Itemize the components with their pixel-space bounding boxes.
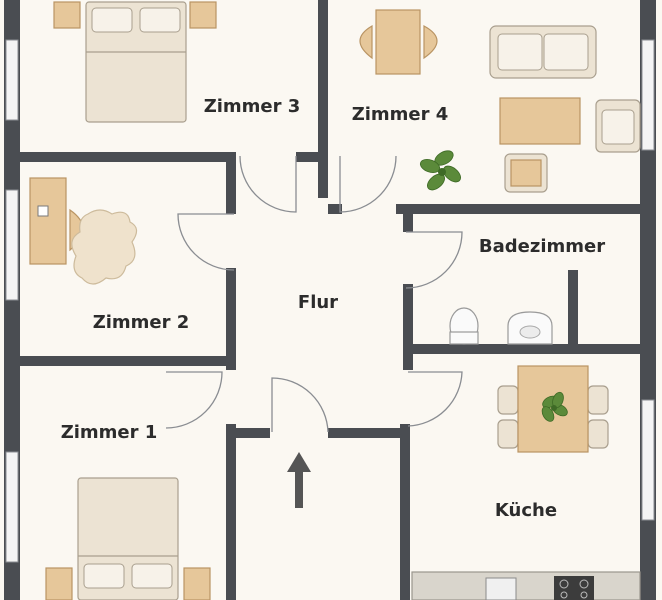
toilet-icon	[449, 307, 479, 345]
nightstand-icon	[189, 1, 217, 29]
plant-icon	[419, 150, 461, 191]
room-label-badezimmer: Badezimmer	[479, 236, 605, 257]
kitchen-counter	[411, 571, 641, 600]
bed-icon	[77, 477, 179, 600]
nightstand-icon	[45, 567, 73, 600]
window-z1	[5, 451, 19, 563]
window-kitchen	[641, 399, 655, 521]
room-label-zimmer4: Zimmer 4	[352, 104, 449, 125]
wall-bath-divider	[568, 270, 578, 348]
window-z3	[5, 39, 19, 121]
wall-kitchen-left	[400, 424, 410, 600]
bathroom-fixtures	[449, 307, 553, 345]
wall-z2-right-lower	[226, 268, 236, 370]
zimmer1-furniture	[45, 477, 211, 600]
room-label-zimmer1: Zimmer 1	[61, 422, 158, 443]
nightstand-icon	[183, 567, 211, 600]
wall-bath-kitchen	[413, 344, 640, 354]
window-z4	[641, 39, 655, 151]
wall-hall-bottom-right	[328, 428, 403, 438]
bed-icon	[85, 1, 187, 123]
desk-icon	[359, 9, 438, 75]
room-label-kueche: Küche	[495, 500, 557, 521]
door-bath	[405, 231, 463, 289]
chair-icon	[587, 385, 609, 415]
wall-bath-left-lower	[403, 284, 413, 370]
wall-z3-bottom-left	[20, 152, 236, 162]
chair-icon	[587, 419, 609, 449]
door-z3	[239, 155, 297, 213]
window-z2	[5, 189, 19, 301]
kitchen-furniture	[411, 365, 641, 600]
room-label-zimmer3: Zimmer 3	[204, 96, 301, 117]
sink-icon	[507, 311, 553, 345]
room-label-zimmer2: Zimmer 2	[93, 312, 190, 333]
wall-z1-right	[226, 424, 236, 600]
wall-z2-z1-left	[20, 356, 236, 366]
door-z4	[339, 155, 397, 213]
wall-z3-bottom-right	[296, 152, 318, 162]
zimmer4-furniture	[359, 9, 641, 193]
chair-icon	[497, 385, 519, 415]
door-z2	[177, 213, 235, 271]
nightstand-icon	[53, 1, 81, 29]
wall-z4-bottom-stub	[328, 204, 342, 214]
door-entrance	[271, 377, 329, 433]
armchair-icon	[595, 99, 641, 153]
wall-z4-bottom	[396, 204, 640, 214]
stove-icon	[554, 576, 594, 600]
rug-icon	[71, 209, 138, 285]
chair-icon	[504, 153, 548, 193]
chair-icon	[497, 419, 519, 449]
sink-icon	[485, 577, 517, 600]
wall-z3-z4	[318, 0, 328, 198]
zimmer3-furniture	[53, 1, 217, 123]
wall-z2-right	[226, 152, 236, 214]
door-kitchen	[407, 371, 463, 427]
door-swings	[165, 155, 463, 433]
entrance-arrow-icon	[287, 452, 311, 508]
room-label-flur: Flur	[298, 292, 338, 313]
plant-icon	[541, 391, 568, 422]
zimmer2-furniture	[29, 177, 138, 285]
wall-bath-left	[403, 214, 413, 232]
windows	[5, 39, 655, 563]
door-z1	[165, 371, 223, 429]
coffee-table-icon	[499, 97, 581, 145]
sofa-icon	[489, 25, 597, 79]
wall-hall-bottom-left	[236, 428, 270, 438]
